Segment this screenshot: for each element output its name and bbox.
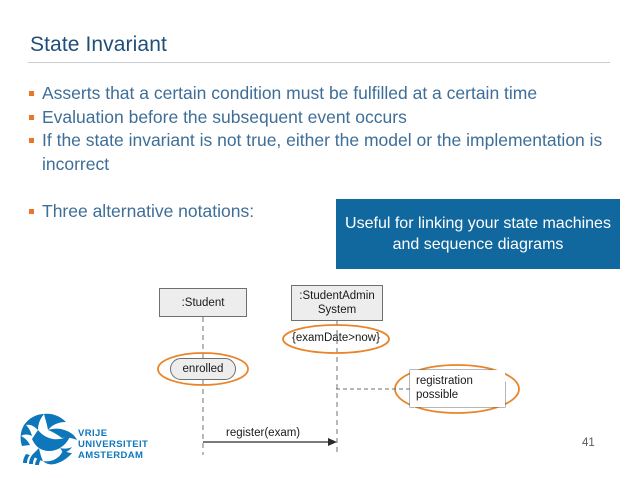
message-label: register(exam) <box>226 427 301 439</box>
lifeline-head-studentadmin-system[interactable]: :StudentAdmin System <box>291 285 383 321</box>
callout-text: Useful for linking your state machines a… <box>345 215 611 253</box>
note-text-line2: possible <box>416 389 459 401</box>
lifeline-head-student[interactable]: :Student <box>159 288 247 317</box>
uml-note[interactable]: registration possible <box>410 370 505 407</box>
page-title: State Invariant <box>30 33 167 56</box>
vu-wordmark-line2: UNIVERSITEIT <box>78 439 149 450</box>
bullet-square-icon <box>29 114 34 120</box>
vu-wordmark-line3: AMSTERDAM <box>78 450 144 461</box>
bullet-square-icon <box>29 209 34 214</box>
vu-amsterdam-griffin-logo <box>20 413 77 465</box>
vu-wordmark-line1: VRIJE <box>78 428 108 439</box>
bullet-square-icon <box>29 138 34 143</box>
callout-box: Useful for linking your state machines a… <box>336 199 620 269</box>
list-item-label: Three alternative notations: <box>42 201 255 221</box>
note-text: registration possible <box>416 374 473 402</box>
title-divider <box>28 62 610 63</box>
state-invariant-constraint: {examDate>now} <box>292 332 380 344</box>
state-box-enrolled[interactable]: enrolled <box>170 358 236 380</box>
list-item-label: Evaluation before the subsequent event o… <box>42 106 407 127</box>
lifeline-label-line2: System <box>317 304 357 316</box>
list-item-label: If the state invariant is not true, eith… <box>42 130 603 174</box>
vu-wordmark: VRIJE UNIVERSITEIT AMSTERDAM <box>78 428 148 461</box>
list-item-label: Asserts that a certain condition must be… <box>42 83 538 103</box>
message-arrow-head <box>328 438 337 446</box>
list-item: Evaluation before the subsequent event o… <box>28 106 603 130</box>
lifeline-label-studentadmin-system: :StudentAdmin System <box>299 289 374 317</box>
bullet-list: Asserts that a certain condition must be… <box>28 82 603 224</box>
list-item: Asserts that a certain condition must be… <box>28 82 603 106</box>
list-item: If the state invariant is not true, eith… <box>28 129 603 176</box>
lifeline-label-line1: :StudentAdmin <box>299 290 375 302</box>
list-spacer <box>28 176 603 200</box>
page-number: 41 <box>582 437 595 449</box>
lifeline-label-student: :Student <box>181 296 225 309</box>
note-text-line1: registration <box>416 375 473 387</box>
bullet-square-icon <box>29 91 34 96</box>
list-item: Three alternative notations: <box>28 200 603 224</box>
state-box-label: enrolled <box>182 363 224 375</box>
